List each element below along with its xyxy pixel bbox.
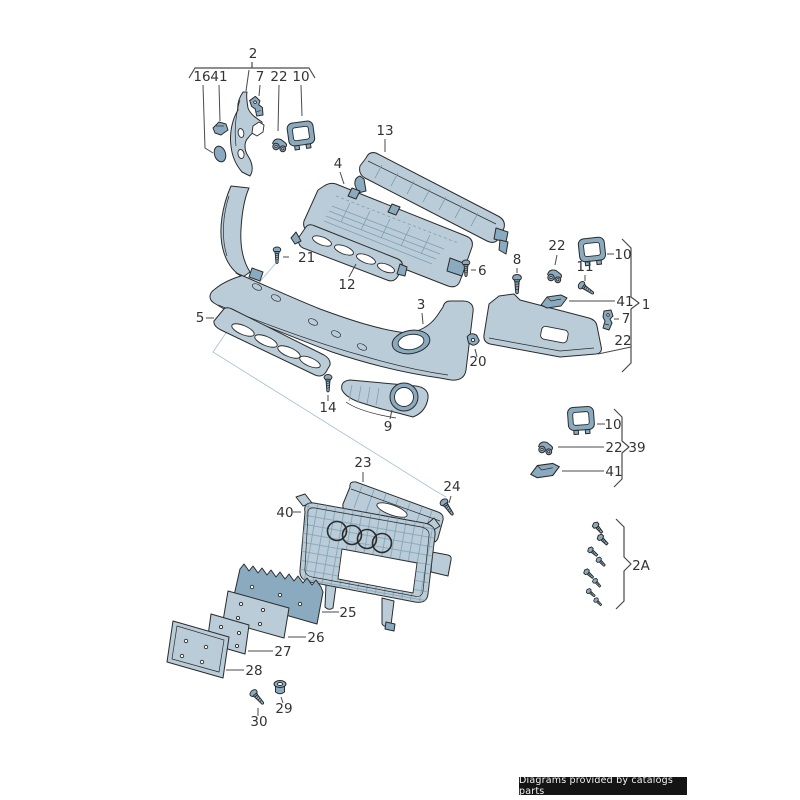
screw-part-11 <box>576 279 597 298</box>
callout-22-b[interactable]: 22 <box>548 238 565 254</box>
callout-22-c[interactable]: 22 <box>614 333 631 349</box>
callout-10-b[interactable]: 10 <box>614 247 631 263</box>
plate-holder-part-25 <box>232 563 324 625</box>
plate-bracket-part-26 <box>222 590 290 639</box>
callout-26[interactable]: 26 <box>307 630 324 646</box>
screw-part-8 <box>512 273 522 295</box>
callout-21[interactable]: 21 <box>298 250 315 266</box>
callout-40[interactable]: 40 <box>276 505 293 521</box>
screw-part-30 <box>248 687 267 708</box>
frame-part-10-topleft <box>285 119 317 152</box>
group-bracket-39 <box>613 408 630 488</box>
lower-grille-strip-part-12 <box>290 224 408 282</box>
towhook-cover-part-41-group39 <box>530 462 560 479</box>
clip-part-41-topleft <box>212 121 229 136</box>
fastener-set-2A <box>582 520 611 608</box>
callout-27[interactable]: 27 <box>274 644 291 660</box>
callout-24[interactable]: 24 <box>443 479 460 495</box>
callout-41-c[interactable]: 41 <box>605 464 622 480</box>
callout-30[interactable]: 30 <box>250 714 267 730</box>
leader-lines <box>202 84 632 716</box>
callout-22-a[interactable]: 22 <box>270 69 287 85</box>
callout-41-b[interactable]: 41 <box>616 294 633 310</box>
group-bracket-2 <box>188 62 316 92</box>
callout-12[interactable]: 12 <box>338 277 355 293</box>
callout-2A[interactable]: 2A <box>632 558 651 574</box>
front-bumper-cover-part-3 <box>209 185 474 381</box>
bumper-corner-panel-part-22 <box>483 293 602 358</box>
spoiler-strip-part-5 <box>213 307 331 377</box>
callout-10-c[interactable]: 10 <box>604 417 621 433</box>
bumper-screw-bosses <box>251 283 368 351</box>
callout-7-a[interactable]: 7 <box>256 69 265 85</box>
callout-3[interactable]: 3 <box>417 297 426 313</box>
air-guide-panel-part-4 <box>303 182 473 288</box>
callout-39[interactable]: 39 <box>628 440 645 456</box>
credit-bar: Diagrams provided by catalogs parts <box>519 775 687 797</box>
bracket-part-7-right <box>602 309 614 331</box>
callout-6[interactable]: 6 <box>478 263 487 279</box>
callout-13[interactable]: 13 <box>376 123 393 139</box>
callout-2[interactable]: 2 <box>249 46 258 62</box>
cover-cap-part-16 <box>213 145 227 163</box>
callout-41-a[interactable]: 41 <box>210 69 227 85</box>
callout-23[interactable]: 23 <box>354 455 371 471</box>
headlamp-washer-cover-part <box>230 91 265 177</box>
radiator-grille-part-40 <box>295 493 452 632</box>
callout-28[interactable]: 28 <box>245 663 262 679</box>
clip-part-22-topleft <box>272 138 287 153</box>
audi-rings-emblem <box>326 520 393 554</box>
clip-part-22-group39 <box>538 441 553 456</box>
callout-11[interactable]: 11 <box>576 259 593 275</box>
grommet-part-29 <box>273 680 287 695</box>
callout-5[interactable]: 5 <box>196 310 205 326</box>
impact-bar-part-13 <box>354 152 509 255</box>
callout-8[interactable]: 8 <box>513 252 522 268</box>
callout-4[interactable]: 4 <box>334 156 343 172</box>
plate-bracket-part-28 <box>166 620 230 679</box>
callout-16[interactable]: 16 <box>193 69 210 85</box>
callout-20[interactable]: 20 <box>469 354 486 370</box>
screw-part-21 <box>272 246 282 264</box>
callout-22-d[interactable]: 22 <box>605 440 622 456</box>
callout-14[interactable]: 14 <box>319 400 336 416</box>
callout-1[interactable]: 1 <box>642 297 651 313</box>
callout-25[interactable]: 25 <box>339 605 356 621</box>
callout-9[interactable]: 9 <box>384 419 393 435</box>
credit-text: Diagrams provided by catalogs parts <box>519 775 673 797</box>
group-bracket-2A <box>615 518 632 610</box>
fog-lamp-grille-part-9 <box>341 379 429 419</box>
callout-10-a[interactable]: 10 <box>292 69 309 85</box>
callout-29[interactable]: 29 <box>275 701 292 717</box>
towhook-cover-part-41-right <box>540 294 568 309</box>
screw-part-14 <box>323 374 333 393</box>
clip-part-22-right <box>547 269 562 284</box>
callout-7-b[interactable]: 7 <box>622 311 631 327</box>
group-bracket-1 <box>621 238 640 373</box>
frame-part-10-group39 <box>566 405 596 436</box>
